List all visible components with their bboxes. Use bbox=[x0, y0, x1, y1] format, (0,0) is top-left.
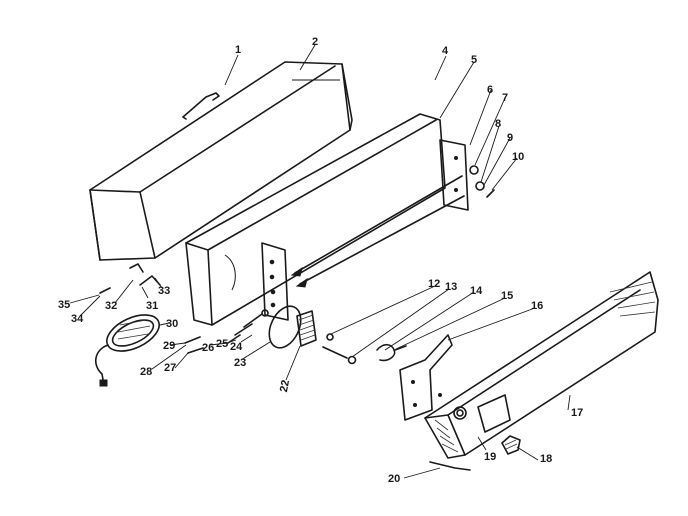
callout-16: 16 bbox=[531, 300, 543, 312]
callout-10: 10 bbox=[512, 151, 524, 163]
callout-6: 6 bbox=[487, 84, 493, 96]
callout-24: 24 bbox=[230, 341, 243, 353]
outer-cabinet bbox=[89, 61, 353, 261]
callout-18: 18 bbox=[540, 453, 552, 465]
callout-31: 31 bbox=[146, 300, 158, 312]
callout-28: 28 bbox=[140, 366, 152, 378]
cord-clip bbox=[99, 263, 161, 294]
inner-tub bbox=[185, 113, 446, 326]
fasteners-24-26 bbox=[227, 309, 269, 344]
control-knob bbox=[501, 435, 521, 455]
callout-5: 5 bbox=[471, 54, 477, 66]
callout-29: 29 bbox=[163, 340, 175, 352]
callout-14: 14 bbox=[470, 285, 483, 297]
callout-33: 33 bbox=[158, 285, 170, 297]
hardware-8-9-10 bbox=[469, 165, 495, 198]
mounting-rods bbox=[290, 175, 465, 288]
handle bbox=[182, 92, 220, 120]
motor-disc bbox=[268, 305, 302, 349]
callout-34: 34 bbox=[71, 313, 84, 325]
callout-35: 35 bbox=[58, 299, 70, 311]
callout-15: 15 bbox=[501, 290, 513, 302]
callout-27: 27 bbox=[164, 362, 176, 374]
mounting-plate bbox=[261, 242, 289, 321]
motor-block bbox=[296, 310, 317, 347]
side-bracket bbox=[439, 139, 469, 211]
callout-22: 22 bbox=[278, 379, 292, 393]
callout-20: 20 bbox=[388, 473, 400, 485]
front-panel bbox=[424, 271, 659, 471]
callout-9: 9 bbox=[507, 132, 513, 144]
callout-7: 7 bbox=[502, 92, 508, 104]
control-bracket bbox=[399, 334, 453, 421]
leader-lines bbox=[69, 44, 571, 479]
callout-26: 26 bbox=[202, 342, 214, 354]
screws-27-29 bbox=[184, 336, 204, 354]
callout-8a: 8 bbox=[495, 118, 501, 130]
callout-30: 30 bbox=[166, 318, 178, 330]
callout-2: 2 bbox=[312, 36, 318, 48]
power-cord bbox=[95, 314, 160, 387]
callout-19: 19 bbox=[484, 451, 496, 463]
callout-12: 12 bbox=[428, 278, 440, 290]
callout-4: 4 bbox=[442, 45, 449, 57]
control-hardware bbox=[322, 333, 407, 365]
callout-25: 25 bbox=[216, 338, 228, 350]
callout-17: 17 bbox=[571, 407, 583, 419]
callout-32: 32 bbox=[105, 300, 117, 312]
callout-13: 13 bbox=[445, 281, 457, 293]
callout-labels: 1 2 4 5 6 7 8 9 10 12 13 14 15 16 17 18 … bbox=[58, 36, 583, 485]
callout-1: 1 bbox=[235, 44, 241, 56]
callout-23: 23 bbox=[234, 357, 246, 369]
